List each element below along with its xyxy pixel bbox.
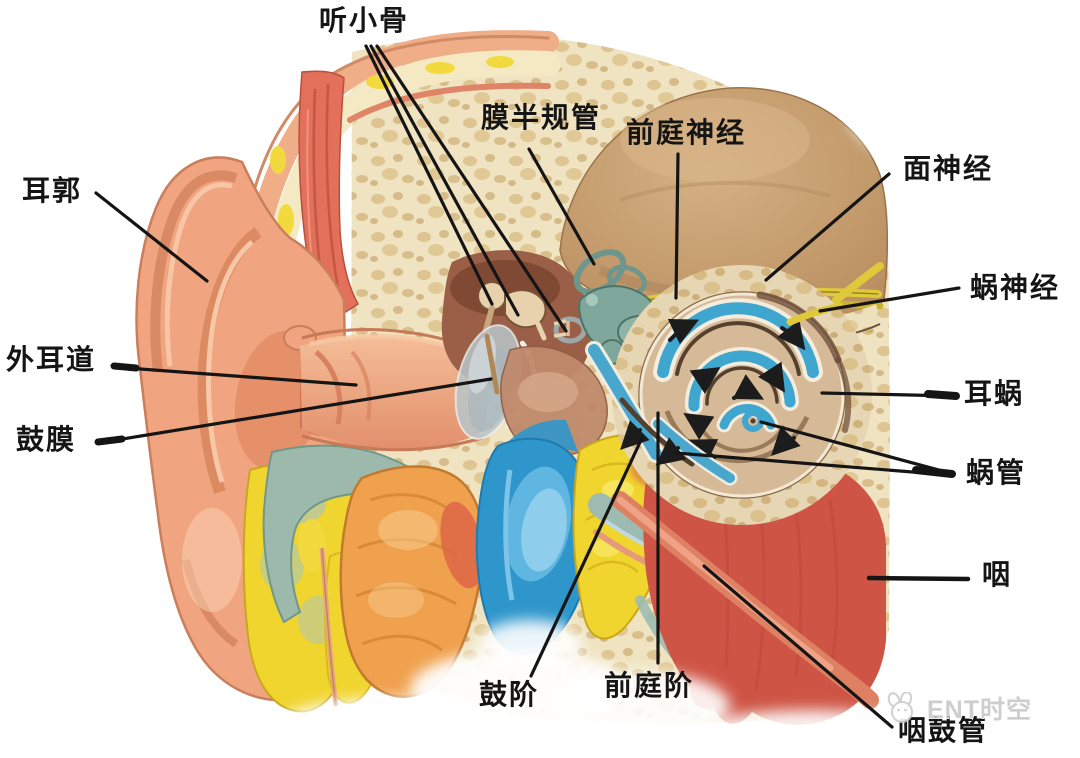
watermark-text: ENT时空 bbox=[927, 696, 1033, 724]
label-tympanic-membrane: 鼓膜 bbox=[16, 425, 77, 456]
label-scala-tympani: 鼓阶 bbox=[479, 680, 540, 711]
label-pharynx: 咽 bbox=[982, 560, 1013, 591]
label-cochlear-duct: 蜗管 bbox=[966, 458, 1027, 489]
label-facial-nerve: 面神经 bbox=[903, 154, 994, 185]
watermark: ENT时空 bbox=[882, 690, 1032, 726]
gland-and-fat bbox=[339, 465, 485, 698]
soft-white-fades bbox=[280, 45, 965, 758]
scala-canals bbox=[585, 341, 738, 486]
label-scala-vestibuli: 前庭阶 bbox=[604, 671, 695, 702]
label-ossicles: 听小骨 bbox=[319, 6, 410, 37]
leader-lines bbox=[94, 44, 971, 729]
label-membranous-semicircular-canals: 膜半规管 bbox=[481, 103, 602, 134]
cochlea-spiral bbox=[612, 265, 872, 525]
rabbit-ears-logo-icon bbox=[887, 692, 913, 723]
label-cochlear-nerve: 蜗神经 bbox=[970, 273, 1061, 304]
label-cochlea: 耳蜗 bbox=[964, 379, 1025, 410]
label-auditory-tube: 咽鼓管 bbox=[898, 716, 989, 747]
label-vestibular-nerve: 前庭神经 bbox=[626, 118, 747, 149]
label-auricle: 耳郭 bbox=[22, 176, 83, 207]
label-external-auditory-canal: 外耳道 bbox=[6, 345, 97, 376]
